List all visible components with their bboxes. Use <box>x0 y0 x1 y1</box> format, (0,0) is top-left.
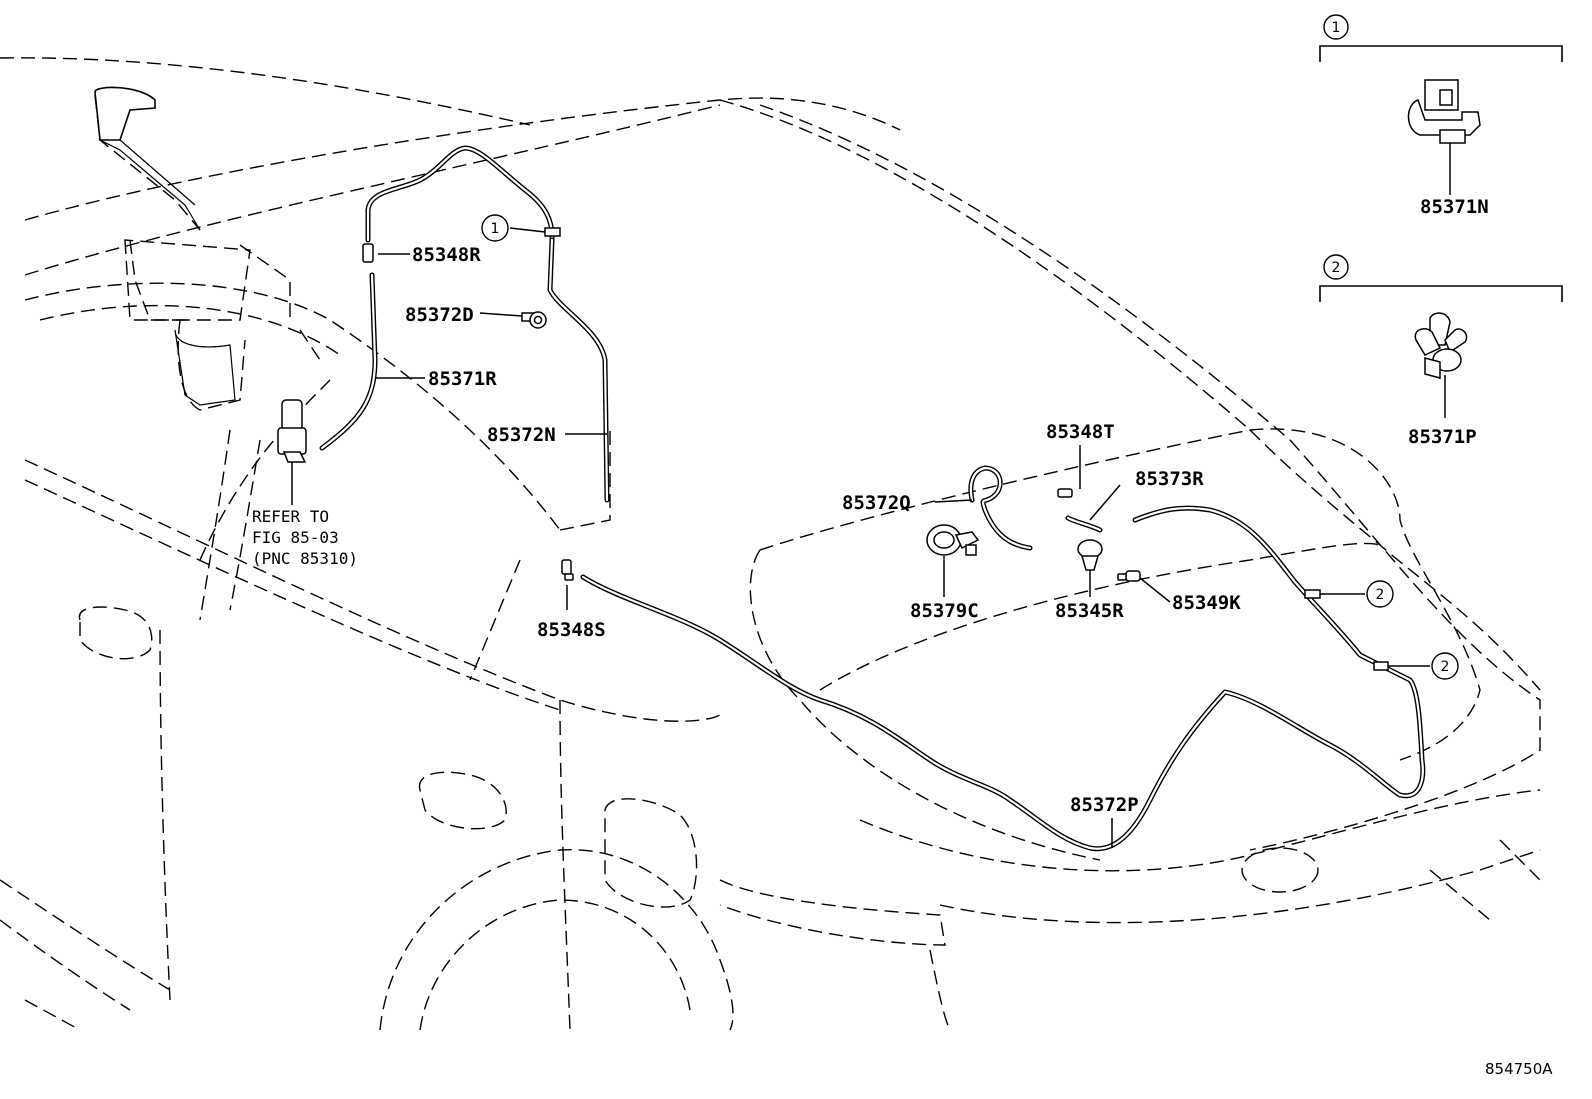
label-85371R: 85371R <box>428 368 497 390</box>
label-85345R: 85345R <box>1055 600 1124 622</box>
part-labels: 85348R 85372D 85371R 85372N 85348S 85348… <box>405 244 1241 816</box>
illustration-code: 854750A <box>1485 1060 1553 1078</box>
washer-pump <box>277 399 307 505</box>
callout-2b-label: 2 <box>1441 659 1450 675</box>
callout-1-label: 1 <box>491 221 500 237</box>
hose-joints-and-clips <box>362 227 1389 671</box>
legend-clip-2-number: 2 <box>1332 260 1341 276</box>
label-85372D: 85372D <box>405 304 474 326</box>
legend-clip-1-part: 85371N <box>1420 196 1489 218</box>
label-85372P: 85372P <box>1070 794 1139 816</box>
callout-2b: 2 <box>1431 652 1459 680</box>
washer-tank <box>94 86 251 406</box>
label-85348R: 85348R <box>412 244 481 266</box>
label-85348S: 85348S <box>537 619 606 641</box>
callout-2a-label: 2 <box>1376 587 1385 603</box>
leader-lines <box>376 227 1430 848</box>
reference-note-line2: FIG 85-03 <box>252 528 339 547</box>
callout-1: 1 <box>481 214 509 242</box>
label-85348T: 85348T <box>1046 421 1115 443</box>
label-85379C: 85379C <box>910 600 979 622</box>
label-85372N: 85372N <box>487 424 556 446</box>
legend-clip-2-part: 85371P <box>1408 426 1477 448</box>
washer-hoses <box>319 145 1426 852</box>
legend-clip-1: 1 85371N <box>1319 14 1563 218</box>
label-85372Q: 85372Q <box>842 492 911 514</box>
reference-note-line1: REFER TO <box>252 507 329 526</box>
label-85349K: 85349K <box>1172 592 1241 614</box>
label-85373R: 85373R <box>1135 468 1204 490</box>
legend-clip-2: 2 85371P <box>1319 254 1563 448</box>
reference-note-line3: (PNC 85310) <box>252 549 358 568</box>
vehicle-outline <box>0 57 1541 1031</box>
callout-2a: 2 <box>1366 580 1394 608</box>
legend-clip-1-number: 1 <box>1332 20 1341 36</box>
reference-note: REFER TO FIG 85-03 (PNC 85310) <box>252 507 358 568</box>
